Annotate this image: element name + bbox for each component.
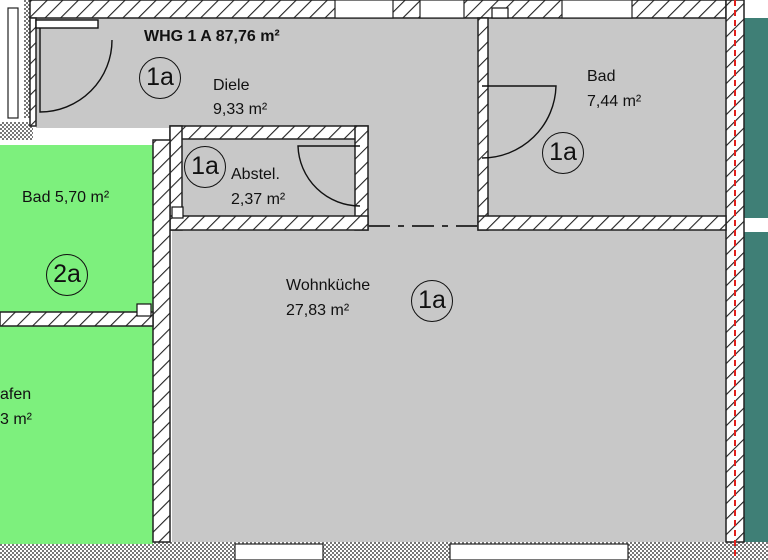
room-name-abstell: Abstel. — [231, 166, 280, 183]
unit-badge-abstell: 1a — [184, 146, 226, 188]
room-name-wohnkueche: Wohnküche — [286, 277, 371, 294]
apartment-title: WHG 1 A 87,76 m² — [144, 28, 280, 45]
shaft-markers — [136, 7, 509, 317]
neighbor-schlafen-room — [0, 326, 153, 544]
room-name-diele: Diele — [213, 77, 250, 94]
room-area-abstell: 2,37 m² — [231, 191, 286, 208]
room-name-schlafen: afen — [0, 386, 32, 403]
unit-badge-diele: 1a — [139, 57, 181, 99]
unit-badge-bad2: 2a — [46, 254, 88, 296]
window-openings — [7, 0, 633, 560]
room-area-schlafen: 3 m² — [0, 411, 32, 428]
room-area-wohnkueche: 27,83 m² — [286, 302, 350, 319]
room-area-bad: 7,44 m² — [587, 93, 642, 110]
doors — [35, 19, 557, 207]
room-name-bad2: Bad 5,70 m² — [22, 189, 110, 206]
facade-strip — [744, 232, 768, 542]
unit-badge-wohnkueche: 1a — [411, 280, 453, 322]
room-area-diele: 9,33 m² — [213, 101, 268, 118]
unit-badge-bad: 1a — [542, 132, 584, 174]
room-fills — [36, 18, 726, 542]
room-name-bad: Bad — [587, 68, 616, 85]
facade-strip — [744, 18, 768, 218]
